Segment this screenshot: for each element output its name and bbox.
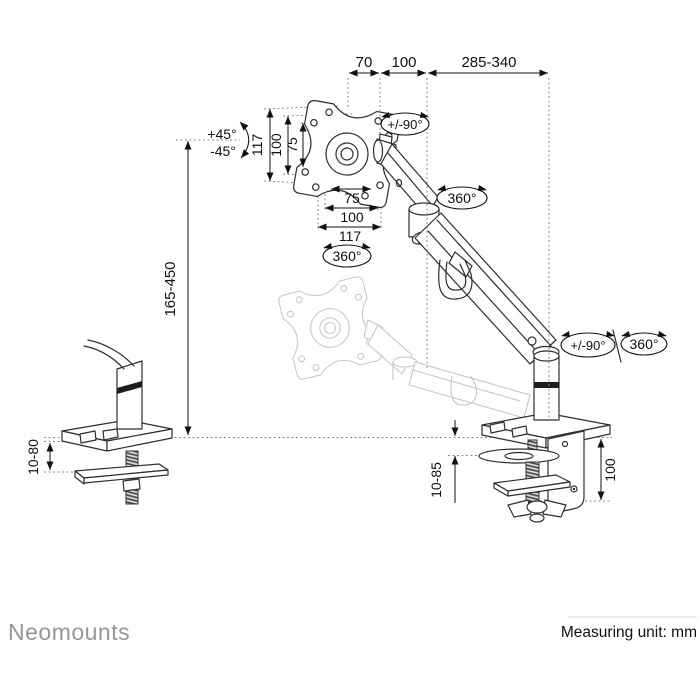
dim-vesa-75-h: 75 [344, 190, 360, 206]
vesa-hole [325, 108, 333, 117]
cable-hook [438, 251, 473, 300]
wing-nut [507, 499, 567, 523]
dim-clamp-thickness: 10-85 [428, 462, 444, 498]
pole-ring [534, 382, 559, 388]
arm-hole [395, 178, 403, 188]
dim-vesa-75-v: 75 [284, 137, 300, 153]
keyhole-slot [570, 485, 578, 493]
grommet-pole [116, 360, 143, 430]
vesa-hub [325, 132, 369, 176]
grommet-pole-ring [117, 381, 142, 394]
dim-clamp-height: 100 [602, 458, 618, 482]
rotation-callouts: +/-90° 360° 360° +/-90° 360° [322, 112, 668, 363]
label-arm-swivel: 360° [448, 190, 477, 206]
clamp-slot [489, 421, 506, 434]
dim-285-340: 285-340 [461, 54, 516, 71]
arm-swivel-rotation: 360° [436, 185, 488, 210]
callout-divider [612, 329, 622, 363]
vesa-hole [301, 168, 310, 176]
footer: Neomounts Measuring unit: mm [8, 616, 697, 645]
ghost-forearm [408, 361, 531, 419]
dimension-annotations: 70 100 285-340 117 100 75 75 100 117 +45… [25, 54, 618, 503]
dim-height-range: 165-450 [162, 261, 179, 316]
extension-lines [347, 78, 550, 418]
dim-100-top: 100 [391, 54, 416, 71]
clamp-slot [511, 425, 528, 438]
vesa-hole [361, 191, 369, 200]
dim-vesa-100-v: 100 [268, 133, 284, 157]
desk-clamp [478, 412, 611, 523]
tilt-arc-arrow [239, 121, 250, 159]
adjustment-disc [478, 448, 560, 464]
measuring-unit-label: Measuring unit: mm [561, 624, 697, 641]
clamp-back-plate [547, 430, 585, 515]
grommet-nut [122, 478, 141, 492]
label-base-tilt: +/-90° [570, 338, 605, 353]
ghost-arm-lowered-position [278, 276, 531, 419]
label-vesa-pivot: +/-90° [387, 117, 422, 132]
vesa-hole [311, 183, 320, 191]
base-tilt-rotation: +/-90° [560, 331, 616, 358]
forearm-beam [414, 212, 557, 365]
label-base-swivel: 360° [630, 336, 659, 352]
grommet-mount-fixture [61, 339, 173, 505]
dim-vesa-117-v: 117 [249, 134, 265, 157]
vesa-hole [376, 181, 384, 190]
dim-vesa-117-h: 117 [339, 228, 362, 244]
dim-grommet-thickness: 10-80 [25, 439, 41, 475]
brand-logo: Neomounts [8, 619, 130, 645]
vesa-rotation: 360° [322, 243, 372, 268]
label-vesa-rotation: 360° [333, 248, 362, 264]
grommet-slot [102, 428, 119, 441]
lift-pole [533, 350, 560, 421]
cable [87, 339, 135, 367]
base-swivel-rotation: 360° [620, 331, 668, 356]
ghost-cable-hook [450, 375, 478, 406]
dim-vesa-100-h: 100 [340, 209, 364, 225]
vesa-hole [310, 118, 318, 127]
vesa-pivot-rotation: +/-90° [380, 112, 430, 136]
vesa-plate [292, 99, 402, 209]
dim-70: 70 [356, 54, 373, 71]
monitor-arm-drawing [61, 99, 611, 523]
label-tilt-up: +45° [207, 126, 236, 142]
label-tilt-down: -45° [210, 143, 236, 159]
grommet-slot [79, 430, 97, 444]
beam-screw [527, 336, 537, 346]
